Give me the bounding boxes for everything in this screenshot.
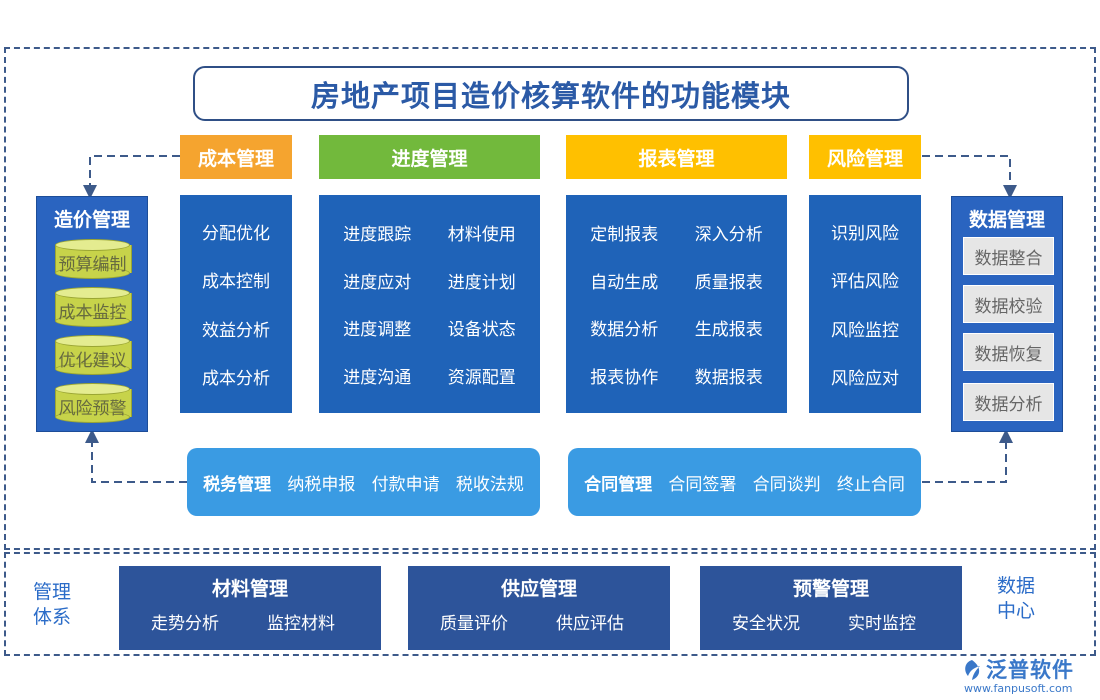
risk-item: 评估风险	[831, 272, 899, 293]
main-frame	[4, 47, 1096, 550]
pricing-panel: 造价管理 预算编制 成本监控 优化建议 风险预警	[36, 196, 148, 432]
data-mgmt-item: 数据分析	[963, 383, 1054, 421]
contract-title: 合同管理	[584, 474, 653, 495]
pricing-item: 优化建议	[58, 351, 127, 371]
contract-item: 合同谈判	[752, 474, 821, 495]
management-frame	[4, 552, 1096, 656]
cost-panel: 分配优化 成本控制 效益分析 成本分析	[180, 195, 292, 413]
material-title: 材料管理	[211, 578, 288, 600]
logo-icon	[965, 660, 980, 680]
report-item: 自动生成	[590, 272, 659, 293]
report-item: 深入分析	[694, 225, 763, 246]
warning-item: 安全状况	[732, 614, 800, 634]
fanpu-logo: 泛普软件 www.fanpusoft.com	[960, 654, 1090, 698]
data-mgmt-item: 数据整合	[963, 237, 1054, 275]
progress-header: 进度管理	[319, 135, 540, 179]
database-icon: 预算编制	[55, 239, 132, 279]
progress-item: 设备状态	[447, 320, 516, 341]
progress-item: 材料使用	[447, 225, 516, 246]
supply-title: 供应管理	[500, 578, 577, 600]
database-icon: 风险预警	[55, 383, 132, 423]
data-mgmt-panel: 数据管理 数据整合 数据校验 数据恢复 数据分析	[951, 196, 1063, 432]
cost-header: 成本管理	[180, 135, 292, 179]
pricing-item: 成本监控	[58, 303, 127, 323]
progress-item: 进度应对	[343, 272, 412, 293]
contract-item: 终止合同	[836, 474, 905, 495]
report-item: 生成报表	[694, 320, 763, 341]
cost-item: 效益分析	[202, 320, 270, 341]
material-item: 监控材料	[267, 614, 335, 634]
data-mgmt-title: 数据管理	[968, 209, 1045, 231]
contract-item: 合同签署	[668, 474, 737, 495]
progress-panel: 进度跟踪 材料使用 进度应对 进度计划 进度调整 设备状态 进度沟通 资源配置	[319, 195, 540, 413]
cost-item: 成本控制	[202, 272, 270, 293]
tax-item: 纳税申报	[287, 474, 356, 495]
report-item: 质量报表	[694, 272, 763, 293]
risk-item: 风险应对	[831, 369, 899, 390]
logo-url: www.fanpusoft.com	[964, 682, 1073, 695]
risk-panel: 识别风险 评估风险 风险监控 风险应对	[809, 195, 921, 413]
warning-item: 实时监控	[848, 614, 916, 634]
cost-item: 成本分析	[202, 369, 270, 390]
contract-bar: 合同管理 合同签署 合同谈判 终止合同	[568, 448, 921, 516]
logo-name: 泛普软件	[986, 658, 1074, 682]
pricing-title: 造价管理	[53, 209, 130, 231]
progress-item: 资源配置	[447, 367, 516, 388]
management-system-label: 管理 体系	[32, 581, 71, 628]
tax-title: 税务管理	[203, 474, 272, 495]
data-mgmt-item: 数据校验	[963, 285, 1054, 323]
risk-header: 风险管理	[809, 135, 921, 179]
warning-panel: 预警管理 安全状况 实时监控	[700, 566, 962, 650]
report-header: 报表管理	[566, 135, 787, 179]
data-mgmt-item: 数据恢复	[963, 333, 1054, 371]
report-panel: 定制报表 深入分析 自动生成 质量报表 数据分析 生成报表 报表协作 数据报表	[566, 195, 787, 413]
warning-title: 预警管理	[792, 578, 869, 600]
progress-item: 进度跟踪	[343, 225, 412, 246]
report-item: 报表协作	[590, 367, 659, 388]
tax-item: 税收法规	[455, 474, 524, 495]
material-item: 走势分析	[151, 614, 219, 634]
pricing-item: 预算编制	[58, 255, 127, 275]
report-item: 数据分析	[590, 320, 659, 341]
database-icon: 成本监控	[55, 287, 132, 327]
supply-panel: 供应管理 质量评价 供应评估	[408, 566, 670, 650]
progress-item: 进度调整	[343, 320, 412, 341]
progress-item: 进度计划	[447, 272, 516, 293]
risk-item: 识别风险	[831, 223, 899, 244]
report-item: 定制报表	[590, 225, 659, 246]
supply-item: 质量评价	[440, 614, 508, 634]
cost-item: 分配优化	[202, 223, 270, 244]
tax-item: 付款申请	[371, 474, 440, 495]
supply-item: 供应评估	[556, 614, 624, 634]
tax-bar: 税务管理 纳税申报 付款申请 税收法规	[187, 448, 540, 516]
database-icon: 优化建议	[55, 335, 132, 375]
report-item: 数据报表	[694, 367, 763, 388]
progress-item: 进度沟通	[343, 367, 412, 388]
page-title: 房地产项目造价核算软件的功能模块	[193, 66, 909, 121]
data-center-label: 数据 中心	[996, 575, 1035, 622]
pricing-item: 风险预警	[58, 399, 127, 419]
risk-item: 风险监控	[831, 320, 899, 341]
material-panel: 材料管理 走势分析 监控材料	[119, 566, 381, 650]
